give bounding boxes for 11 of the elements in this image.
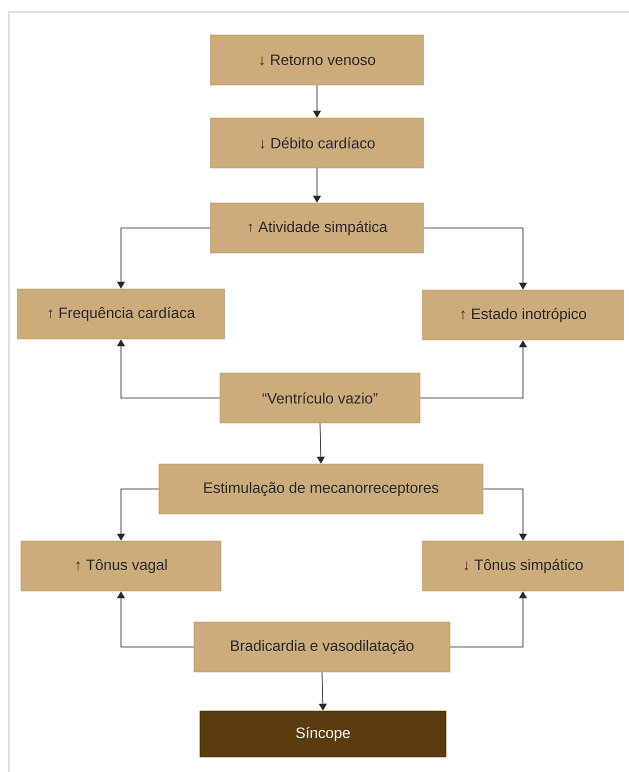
outcome-box: Síncope — [200, 710, 446, 758]
process-box: Bradicardia e vasodilatação — [194, 622, 450, 672]
process-box: ↑ Frequência cardíaca — [17, 288, 225, 340]
process-box: ↓ Débito cardíaco — [210, 118, 424, 168]
process-box: ↓ Tônus simpático — [422, 540, 624, 592]
process-box: ↑ Atividade simpática — [210, 202, 424, 254]
process-box: Estimulação de mecanorreceptores — [158, 464, 484, 514]
process-box: ↑ Tônus vagal — [20, 540, 222, 592]
process-box: “Ventrículo vazio” — [220, 372, 420, 424]
process-box: ↑ Estado inotrópico — [422, 290, 624, 340]
process-box: ↓ Retorno venoso — [210, 34, 424, 86]
